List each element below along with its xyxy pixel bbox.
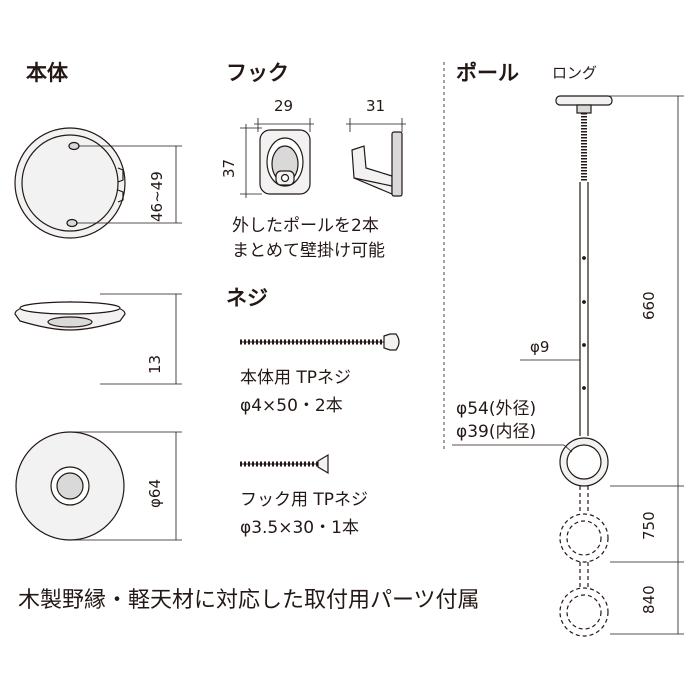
hook-width-dimension [254,118,314,132]
hook-screw-drawing [240,453,329,475]
hook-side-width-label: 31 [366,97,386,115]
body-height-label: 13 [146,354,164,374]
section-title-screw: ネジ [226,286,268,310]
section-title-hook: フック [226,61,289,85]
hook-height-dimension [240,124,262,198]
pole-drawing [555,95,613,487]
body-screw-drawing [240,333,400,351]
hook-width-label: 29 [274,97,294,115]
hook-side-view [351,131,403,197]
section-title-body: 本体 [26,61,68,85]
body-diameter-label: φ64 [146,479,164,508]
extend-750-label: 750 [640,511,658,540]
body-diameter-dimension [72,431,182,541]
extend-840-label: 840 [640,585,658,614]
pole-length-label: 660 [640,291,658,320]
pole-diameter-label: φ9 [530,338,550,356]
ring-inner-diameter-label: φ39(内径) [456,422,537,442]
hook-side-width-dimension [346,118,406,132]
section-title-pole: ポール [456,61,519,85]
footer-caption: 木製野縁・軽天材に対応した取付用パーツ付属 [18,588,480,613]
pole-variant-label: ロング [552,64,598,82]
hook-note-line-1: 外したポールを2本 [232,216,379,236]
body-height-dimension [100,293,182,385]
body-top-view [14,127,126,239]
ring-outer-diameter-label: φ54(外径) [456,399,537,419]
hook-height-label: 37 [220,158,238,178]
pole-ring-extend-2 [559,562,609,637]
hook-front-view [259,129,311,195]
body-screw-name: 本体用 TPネジ [240,368,352,388]
hook-screw-name: フック用 TPネジ [240,490,369,510]
body-hole-pitch-label: 46~49 [148,171,166,222]
pole-length-dimension [590,95,684,635]
body-side-view [14,301,126,331]
body-bottom-view [15,431,125,541]
body-screw-spec: φ4×50・2本 [240,396,343,416]
hook-screw-spec: φ3.5×30・1本 [240,518,359,538]
pole-ring-extend-1 [559,486,609,563]
hook-note-line-2: まとめて壁掛け可能 [232,241,385,261]
body-hole-pitch-dimension [76,145,182,224]
ring-leader [452,444,573,453]
